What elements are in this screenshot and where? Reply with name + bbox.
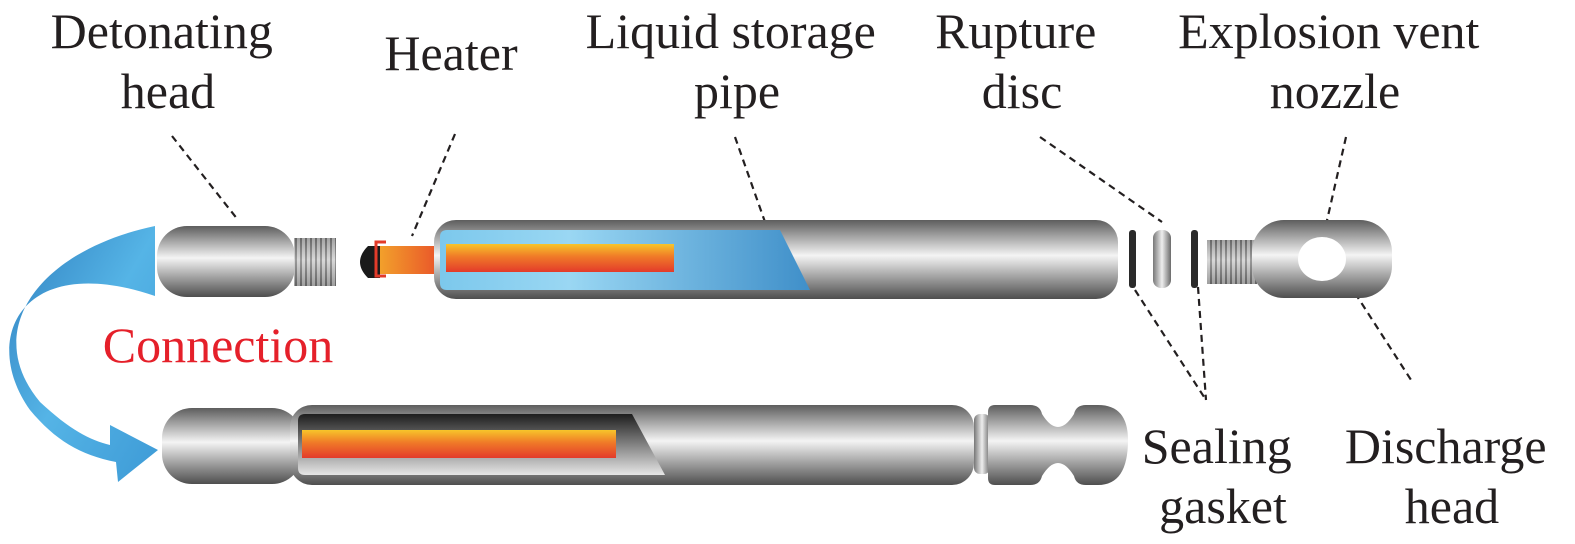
sealing-gasket-left	[1129, 230, 1136, 288]
heater-bracket	[374, 240, 386, 278]
leader-sealing-gasket-1	[1134, 289, 1207, 401]
heater-element	[446, 244, 674, 272]
connected-heater-element	[302, 430, 616, 458]
heater-rod	[380, 246, 440, 274]
leader-discharge-head	[1354, 292, 1414, 384]
leader-lines	[171, 133, 1414, 401]
label-detonating-head: Detonating head	[51, 3, 286, 119]
leader-heater	[410, 133, 457, 237]
label-discharge-head: Discharge head	[1345, 418, 1559, 534]
label-heater: Heater	[384, 25, 518, 81]
bottom-assembly	[162, 405, 1128, 485]
connected-detonating-head	[162, 408, 302, 484]
detonating-head	[157, 226, 295, 297]
label-rupture-disc: Rupture disc	[935, 3, 1109, 119]
rupture-disc	[1153, 230, 1171, 288]
label-explosion-vent-nozzle: Explosion vent nozzle	[1178, 3, 1492, 119]
label-liquid-storage-pipe: Liquid storage pipe	[586, 3, 889, 119]
label-sealing-gasket: Sealing gasket	[1142, 418, 1304, 534]
leader-liquid-storage-pipe	[733, 136, 767, 223]
top-assembly	[157, 220, 1392, 299]
leader-sealing-gasket-2	[1196, 286, 1208, 401]
leader-rupture-disc	[1039, 136, 1163, 223]
label-connection: Connection	[103, 317, 334, 373]
leader-detonating-head	[171, 135, 239, 221]
sealing-gasket-right	[1191, 230, 1198, 288]
connected-discharge-head	[988, 405, 1128, 485]
explosion-vent-nozzle	[1298, 237, 1346, 281]
connected-rupture-disc	[974, 414, 990, 474]
connection-arrow	[9, 226, 158, 482]
